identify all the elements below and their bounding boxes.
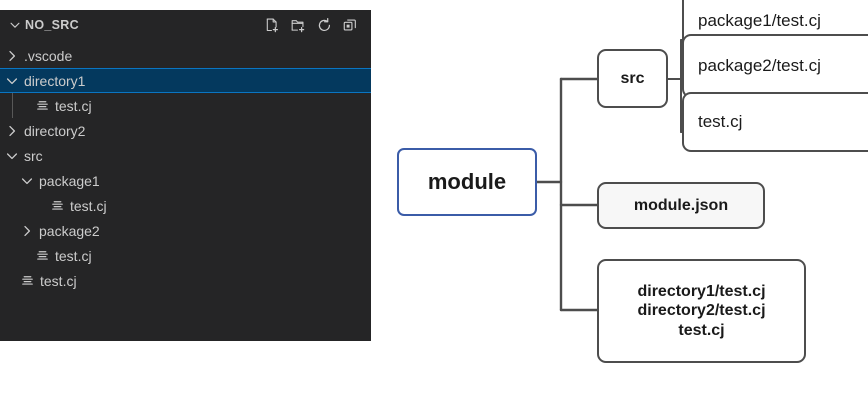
- node-module[interactable]: module: [397, 148, 537, 216]
- node-module-json[interactable]: module.json: [597, 182, 765, 229]
- explorer-panel: NO_SRC: [0, 10, 371, 341]
- tree-row[interactable]: test.cj: [0, 193, 371, 218]
- cangjie-file-icon: [22, 276, 33, 285]
- refresh-icon[interactable]: [316, 17, 333, 34]
- collapse-all-icon[interactable]: [342, 17, 359, 34]
- node-root-files[interactable]: directory1/test.cj directory2/test.cj te…: [597, 259, 806, 363]
- tree-row-label: directory1: [24, 72, 86, 89]
- chevron-right-icon[interactable]: [19, 223, 35, 239]
- tree-row-label: src: [24, 147, 43, 164]
- tree-row-label: directory2: [24, 122, 86, 139]
- module-structure-diagram: module src package1/test.cj package2/tes…: [371, 0, 868, 418]
- node-module-json-label: module.json: [633, 196, 729, 214]
- tree-row[interactable]: src: [0, 143, 371, 168]
- cangjie-file-icon: [37, 101, 48, 110]
- tree-indent-guide: [12, 93, 13, 118]
- chevron-down-icon[interactable]: [8, 18, 22, 32]
- tree-row-label: test.cj: [70, 197, 107, 214]
- node-root-files-line2: directory2/test.cj: [637, 302, 766, 320]
- tree-row[interactable]: directory1: [0, 68, 371, 93]
- cangjie-file-icon: [37, 251, 48, 260]
- node-package2-test-label: package2/test.cj: [698, 55, 821, 75]
- node-src-test[interactable]: test.cj: [682, 92, 868, 152]
- new-folder-icon[interactable]: [290, 17, 307, 34]
- cangjie-file-icon: [52, 201, 63, 210]
- node-root-files-line1: directory1/test.cj: [637, 282, 766, 300]
- tree-row-label: test.cj: [40, 272, 77, 289]
- node-root-files-line3: test.cj: [678, 321, 725, 339]
- explorer-actions: [264, 17, 365, 34]
- node-module-label: module: [427, 168, 507, 194]
- node-src-test-label: test.cj: [698, 111, 743, 131]
- tree-row[interactable]: directory2: [0, 118, 371, 143]
- new-file-icon[interactable]: [264, 17, 281, 34]
- tree-row[interactable]: .vscode: [0, 43, 371, 68]
- tree-row-label: package2: [39, 222, 100, 239]
- chevron-down-icon[interactable]: [4, 73, 20, 89]
- node-package2-test[interactable]: package2/test.cj: [682, 34, 868, 98]
- node-src-label: src: [620, 69, 645, 87]
- explorer-title: NO_SRC: [25, 18, 79, 32]
- tree-row[interactable]: test.cj: [0, 268, 371, 293]
- tree-row[interactable]: package1: [0, 168, 371, 193]
- chevron-right-icon[interactable]: [4, 123, 20, 139]
- tree-row-label: test.cj: [55, 97, 92, 114]
- node-src[interactable]: src: [597, 49, 668, 108]
- chevron-right-icon[interactable]: [4, 48, 20, 64]
- tree-row[interactable]: package2: [0, 218, 371, 243]
- tree-row-label: .vscode: [24, 47, 73, 64]
- tree-row-label: package1: [39, 172, 100, 189]
- tree-row[interactable]: test.cj: [0, 93, 371, 118]
- file-tree[interactable]: .vscode directory1 test.cj directory2 src pac…: [0, 40, 371, 293]
- chevron-down-icon[interactable]: [19, 173, 35, 189]
- node-package1-test-label: package1/test.cj: [698, 10, 821, 30]
- explorer-header: NO_SRC: [0, 10, 371, 40]
- tree-row[interactable]: test.cj: [0, 243, 371, 268]
- tree-row-label: test.cj: [55, 247, 92, 264]
- chevron-down-icon[interactable]: [4, 148, 20, 164]
